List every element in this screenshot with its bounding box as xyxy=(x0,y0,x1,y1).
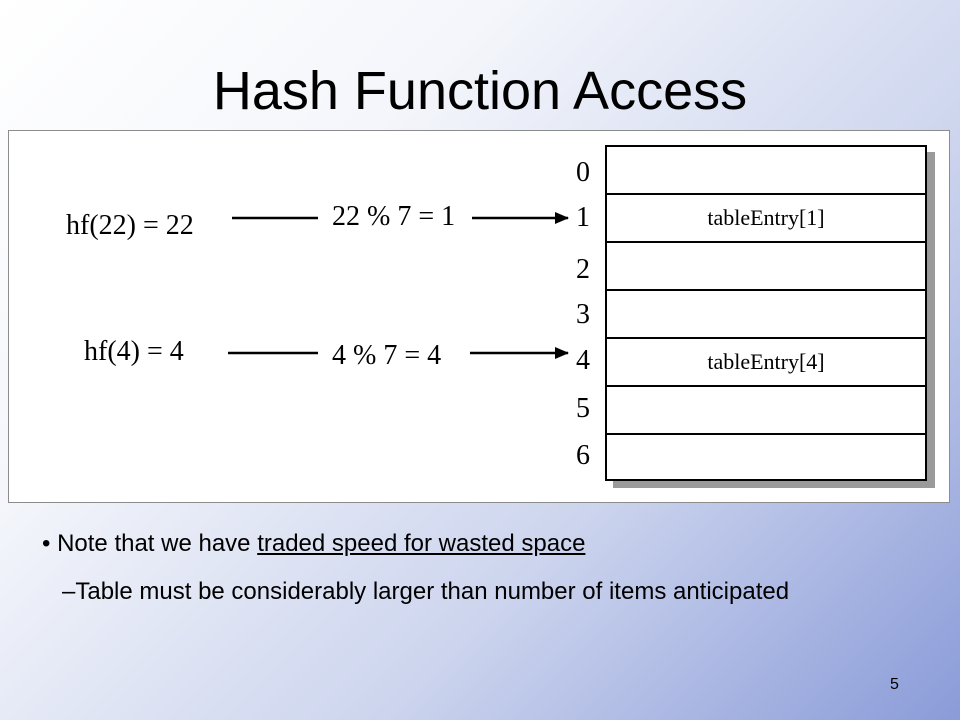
table-cell-4: tableEntry[4] xyxy=(607,339,925,387)
slide-title: Hash Function Access xyxy=(212,61,748,121)
table-cell-0 xyxy=(607,147,925,195)
sub-point: –Table must be considerably larger than … xyxy=(62,578,790,605)
hash-table: tableEntry[1] tableEntry[4] xyxy=(605,145,927,481)
bullet-dot: • xyxy=(42,530,58,557)
table-index-5: 5 xyxy=(576,393,590,424)
bullet-note-emphasis: traded speed for wasted space xyxy=(257,530,586,557)
table-cell-3 xyxy=(607,291,925,339)
table-index-0: 0 xyxy=(576,157,590,188)
bullet-note-text: Note that we have xyxy=(57,530,258,557)
table-index-4: 4 xyxy=(576,345,590,376)
table-index-3: 3 xyxy=(576,299,590,330)
bullet-note: • Note that we have traded speed for was… xyxy=(42,530,585,558)
table-cell-6 xyxy=(607,435,925,479)
hash-expression-4: hf(4) = 4 xyxy=(84,336,184,367)
modulo-expression-22: 22 % 7 = 1 xyxy=(332,201,456,232)
table-index-2: 2 xyxy=(576,254,590,285)
table-cell-5 xyxy=(607,387,925,435)
page-number: 5 xyxy=(890,676,899,693)
table-cell-2 xyxy=(607,243,925,291)
table-index-6: 6 xyxy=(576,440,590,471)
table-cell-1: tableEntry[1] xyxy=(607,195,925,243)
hash-expression-22: hf(22) = 22 xyxy=(66,210,194,241)
modulo-expression-4: 4 % 7 = 4 xyxy=(332,340,442,371)
table-index-1: 1 xyxy=(576,202,590,233)
